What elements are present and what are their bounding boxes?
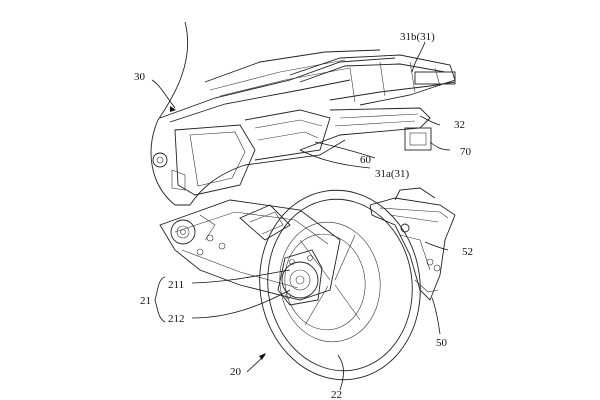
label-30: 30 [134,71,146,83]
label-31b: 31b(31) [400,31,435,43]
leader-lines [151,41,451,391]
rear-fender-bracket [369,187,456,301]
label-22: 22 [331,389,342,400]
label-20: 20 [230,366,242,378]
label-32: 32 [454,119,465,131]
label-212: 212 [168,313,185,325]
label-21: 21 [140,295,151,307]
reference-labels: 30 31b(31) 32 70 60 31a(31) 52 211 21 21… [134,31,473,400]
label-31a: 31a(31) [375,168,410,180]
label-211: 211 [168,279,184,291]
rear-wheel [259,189,421,381]
label-50: 50 [436,337,448,349]
label-52: 52 [462,246,473,258]
rear-carrier-rack [289,54,456,151]
rear-body-cowl [150,21,396,206]
label-70: 70 [460,146,472,158]
swing-arm [159,199,341,301]
label-60: 60 [360,154,372,166]
